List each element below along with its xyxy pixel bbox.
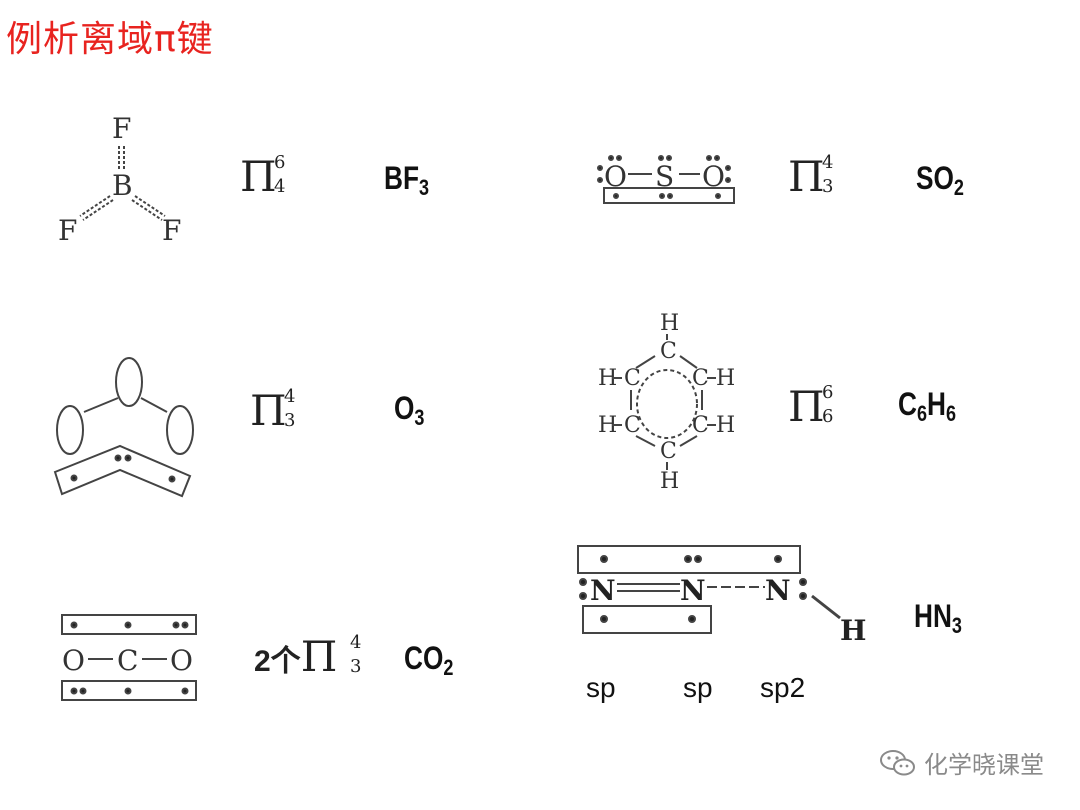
so2-structure: O S O — [597, 155, 735, 204]
c6h6-atom-c2: C — [624, 366, 641, 391]
hn3-atom-h: H — [840, 614, 866, 647]
formula-hn3: HN3 — [914, 598, 962, 638]
bf3-pi-notation: Π 6 4 — [240, 152, 286, 201]
formula-so2: SO2 — [916, 160, 964, 200]
bf3-atom-f-top: F — [112, 112, 131, 145]
co2-structure: O C O — [61, 614, 197, 701]
c6h6-atom-h5: H — [716, 413, 735, 438]
pi-symbol: Π — [788, 152, 825, 201]
c6h6-atom-c4: C — [624, 413, 641, 438]
c6h6-atom-h1: H — [660, 311, 679, 336]
hybridization-n1: sp — [586, 672, 616, 703]
c6h6-atom-h2: H — [598, 366, 617, 391]
o3-pi-notation: Π 4 3 — [250, 386, 296, 435]
hn3-atom-n1: N — [590, 574, 616, 607]
c6h6-atom-h4: H — [598, 413, 617, 438]
so2-atom-s: S — [655, 160, 674, 193]
c6h6-structure: H C H C C H H C C H C H — [598, 311, 735, 494]
pi-symbol: Π — [300, 632, 338, 681]
pi-symbol: Π — [250, 386, 287, 435]
c6h6-pi-notation: Π 6 6 — [788, 382, 834, 431]
c6h6-atom-c5: C — [692, 413, 709, 438]
wechat-icon — [880, 749, 915, 775]
o3-structure — [53, 357, 194, 498]
formula-co2: CO2 — [404, 640, 454, 680]
pi-symbol: Π — [240, 152, 277, 201]
formula-c6h6: C6H6 — [898, 386, 956, 426]
hn3-structure: N N N H — [577, 545, 866, 647]
so2-atom-o-left: O — [604, 160, 627, 193]
hn3-atom-n2: N — [680, 574, 706, 607]
hybridization-n2: sp — [683, 672, 713, 703]
c6h6-atom-c1: C — [660, 339, 677, 364]
bf3-atom-b: B — [112, 169, 133, 202]
co2-atom-c: C — [117, 644, 138, 677]
formula-bf3: BF3 — [384, 160, 430, 200]
hn3-atom-n3: N — [765, 574, 791, 607]
bf3-structure: F B F F — [58, 112, 181, 247]
watermark-text: 化学晓课堂 — [924, 751, 1044, 779]
so2-pi-notation: Π 4 3 — [788, 152, 834, 201]
c6h6-atom-h6: H — [660, 469, 679, 494]
bf3-atom-f-left: F — [58, 214, 77, 247]
co2-atom-o-left: O — [62, 644, 85, 677]
hybridization-n3: sp2 — [760, 672, 806, 703]
page-title: 例析离域π键 — [6, 19, 214, 60]
watermark: 化学晓课堂 — [878, 745, 1044, 780]
co2-atom-o-right: O — [170, 644, 193, 677]
bf3-atom-f-right: F — [162, 214, 181, 247]
pi-symbol: Π — [788, 382, 825, 431]
formula-o3: O3 — [394, 390, 425, 430]
c6h6-atom-c3: C — [692, 366, 709, 391]
c6h6-atom-h3: H — [716, 366, 735, 391]
co2-pi-notation: 2个Π 4 3 — [254, 632, 362, 681]
c6h6-atom-c6: C — [660, 439, 677, 464]
so2-atom-o-right: O — [702, 160, 725, 193]
